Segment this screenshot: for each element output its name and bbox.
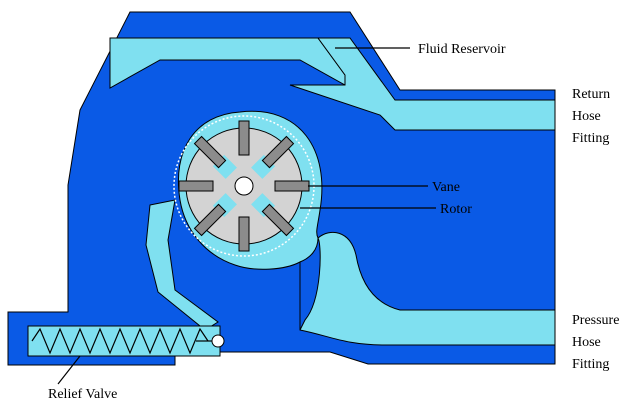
label-pressure-hose-fitting-line3: Fitting [572, 357, 609, 372]
label-return-hose-fitting-line2: Hose [572, 109, 601, 124]
label-pressure-hose-fitting-line1: Pressure [572, 313, 619, 328]
return-passage [289, 37, 556, 131]
vane [238, 216, 250, 252]
label-return-hose-fitting-line3: Fitting [572, 131, 609, 146]
label-rotor: Rotor [440, 202, 472, 217]
vane [274, 180, 310, 192]
vane [238, 120, 250, 156]
vane [193, 203, 227, 237]
label-fluid-reservoir: Fluid Reservoir [418, 42, 506, 57]
vane [178, 180, 214, 192]
label-vane: Vane [432, 180, 460, 195]
housing-lobe [299, 236, 321, 331]
vane [261, 203, 295, 237]
vane [261, 135, 295, 169]
relief-valve-ball [211, 334, 225, 348]
relief-valve-spring [31, 327, 209, 355]
label-return-hose-fitting-line1: Return [572, 87, 610, 102]
label-pressure-hose-fitting-line2: Hose [572, 335, 601, 350]
vanes [178, 120, 310, 252]
relief-valve-leader [57, 355, 81, 385]
bypass-passage [145, 199, 219, 331]
vane [193, 135, 227, 169]
label-relief-valve: Relief Valve [48, 387, 117, 402]
rotor-hub [234, 176, 254, 196]
